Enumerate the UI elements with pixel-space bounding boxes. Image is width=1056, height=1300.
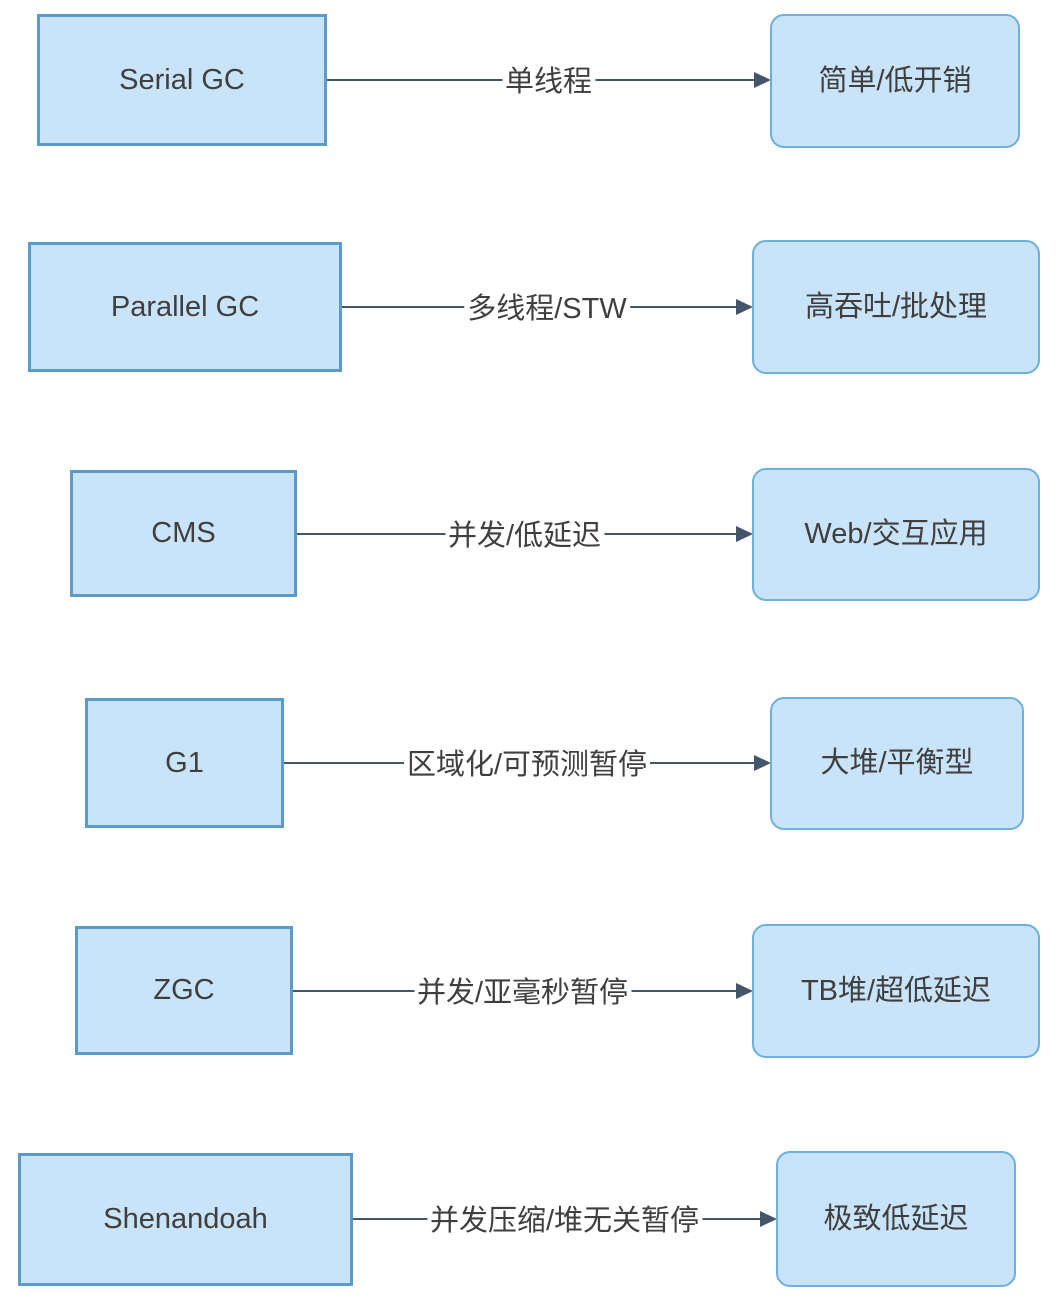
arrow-head-icon [760, 1210, 777, 1227]
node-label: Serial GC [119, 63, 245, 96]
node-high-throughput-batch: 高吞吐/批处理 [752, 240, 1040, 374]
edge-label: 并发/亚毫秒暂停 [413, 969, 632, 1012]
node-web-interactive: Web/交互应用 [752, 468, 1040, 601]
node-label: ZGC [153, 974, 215, 1007]
edge-label: 单线程 [501, 58, 596, 101]
node-label: Web/交互应用 [804, 518, 988, 551]
node-label: G1 [165, 746, 204, 779]
edge-label: 并发压缩/堆无关暂停 [426, 1197, 703, 1240]
node-serial-gc: Serial GC [37, 14, 327, 146]
node-simple-low-overhead: 简单/低开销 [770, 14, 1020, 148]
arrow-head-icon [736, 525, 753, 542]
node-label: Shenandoah [103, 1203, 268, 1236]
node-cms: CMS [70, 470, 297, 597]
edge-label: 多线程/STW [464, 285, 630, 328]
arrow-head-icon [754, 754, 771, 771]
node-label: 极致低延迟 [823, 1202, 969, 1235]
node-label: 大堆/平衡型 [820, 747, 974, 780]
node-label: 简单/低开销 [818, 64, 972, 97]
node-tb-heap-ultra-low-latency: TB堆/超低延迟 [752, 924, 1040, 1058]
node-label: CMS [151, 517, 216, 550]
node-g1: G1 [85, 698, 284, 828]
edge-label: 并发/低延迟 [444, 512, 605, 555]
node-label: 高吞吐/批处理 [804, 290, 988, 323]
node-label: TB堆/超低延迟 [800, 974, 992, 1007]
node-zgc: ZGC [75, 926, 293, 1055]
arrow-head-icon [736, 982, 753, 999]
node-label: Parallel GC [110, 290, 260, 323]
arrow-head-icon [736, 298, 753, 315]
node-extreme-low-latency: 极致低延迟 [776, 1151, 1016, 1287]
node-parallel-gc: Parallel GC [28, 242, 342, 372]
node-shenandoah: Shenandoah [18, 1153, 353, 1286]
node-large-heap-balanced: 大堆/平衡型 [770, 697, 1024, 830]
edge-label: 区域化/可预测暂停 [403, 741, 651, 784]
arrow-head-icon [754, 71, 771, 88]
